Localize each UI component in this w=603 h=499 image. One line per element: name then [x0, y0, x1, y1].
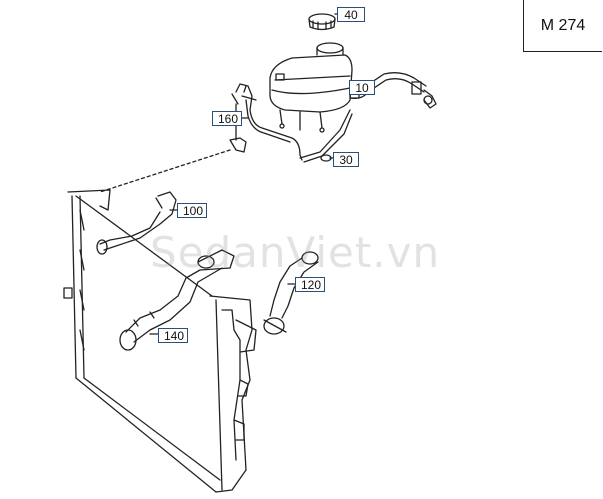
callout-160[interactable]: 160	[212, 111, 242, 126]
callout-30[interactable]: 30	[333, 152, 359, 167]
connection-line	[99, 149, 231, 193]
callout-120[interactable]: 120	[295, 277, 325, 292]
upper-hose-part	[96, 191, 177, 255]
lower-left-hose-part	[119, 249, 235, 351]
vent-hose-part	[229, 83, 353, 163]
callout-140[interactable]: 140	[158, 328, 188, 343]
callout-40[interactable]: 40	[337, 7, 365, 22]
radiator-part	[63, 189, 257, 493]
radiator-cap-part	[308, 13, 336, 31]
lower-right-hose-part	[263, 251, 319, 335]
callout-10[interactable]: 10	[349, 80, 375, 95]
callout-100[interactable]: 100	[177, 203, 207, 218]
model-code-label: M 274	[523, 0, 602, 52]
expansion-tank-part	[269, 42, 353, 133]
